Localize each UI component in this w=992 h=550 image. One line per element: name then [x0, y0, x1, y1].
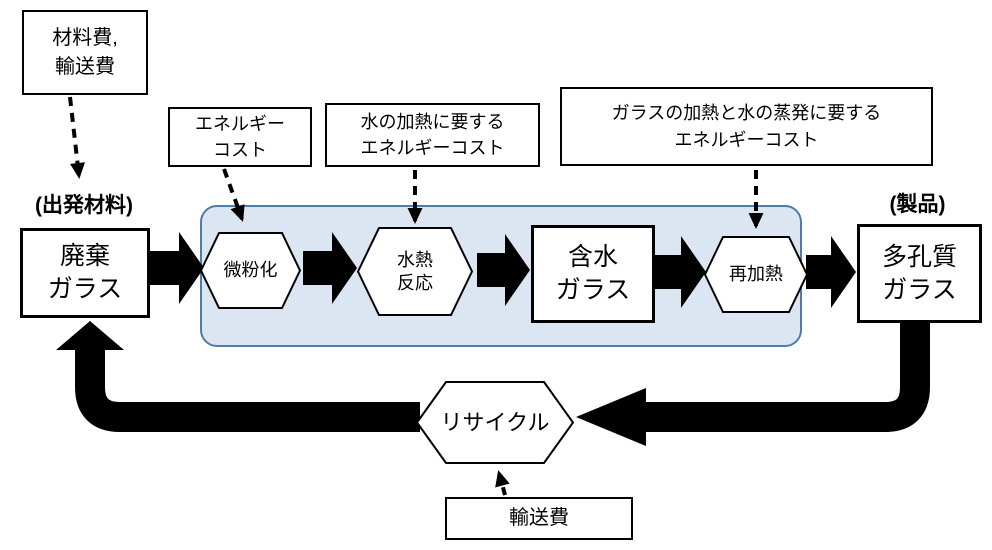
material-transport-cost-box: 材料費, 輸送費 [22, 10, 148, 95]
product-label: (製品) [889, 193, 946, 216]
hydrothermal-reaction-hexagon-label: 水熱 反応 [397, 250, 433, 293]
reheating-hexagon-label: 再加熱 [729, 264, 783, 285]
dashed-arrow-material-cost [68, 96, 85, 179]
arrow-waste-to-pulverization [150, 232, 204, 304]
dashed-arrow-energy-cost [222, 168, 245, 222]
recycle-hexagon [415, 381, 575, 464]
arrow-hydrothermal-to-hydrated [477, 234, 530, 306]
recycle-hexagon-label: リサイクル [440, 409, 550, 435]
arrow-reheating-to-porous [806, 236, 856, 308]
hydrated-glass-box: 含水 ガラス [531, 225, 655, 323]
arrow-recycle-to-waste-head [56, 321, 124, 350]
pulverization-hexagon [199, 232, 302, 309]
porous-glass-box: 多孔質 ガラス [857, 224, 982, 323]
arrow-pulverization-to-hydrothermal [303, 232, 357, 304]
reheating-hexagon [703, 236, 809, 313]
transport-cost-box: 輸送費 [445, 497, 633, 540]
arrow-porous-to-recycle-head [576, 388, 646, 446]
energy-cost-box: エネルギー コスト [168, 107, 312, 167]
pulverization-hexagon-label: 微粉化 [223, 260, 278, 281]
arrow-porous-to-recycle-elbow [646, 322, 930, 432]
start-material-label: (出発材料) [35, 194, 133, 217]
arrow-recycle-to-waste-elbow [75, 350, 420, 432]
arrow-hydrated-to-reheating [653, 236, 706, 308]
hydrothermal-reaction-hexagon [356, 227, 474, 316]
dashed-arrow-transport-cost [495, 470, 510, 496]
waste-glass-box: 廃棄 ガラス [20, 228, 150, 318]
glass-heating-energy-cost-box: ガラスの加熱と水の蒸発に要する エネルギーコスト [560, 87, 933, 166]
water-heating-energy-cost-box: 水の加熱に要する エネルギーコスト [325, 103, 540, 167]
